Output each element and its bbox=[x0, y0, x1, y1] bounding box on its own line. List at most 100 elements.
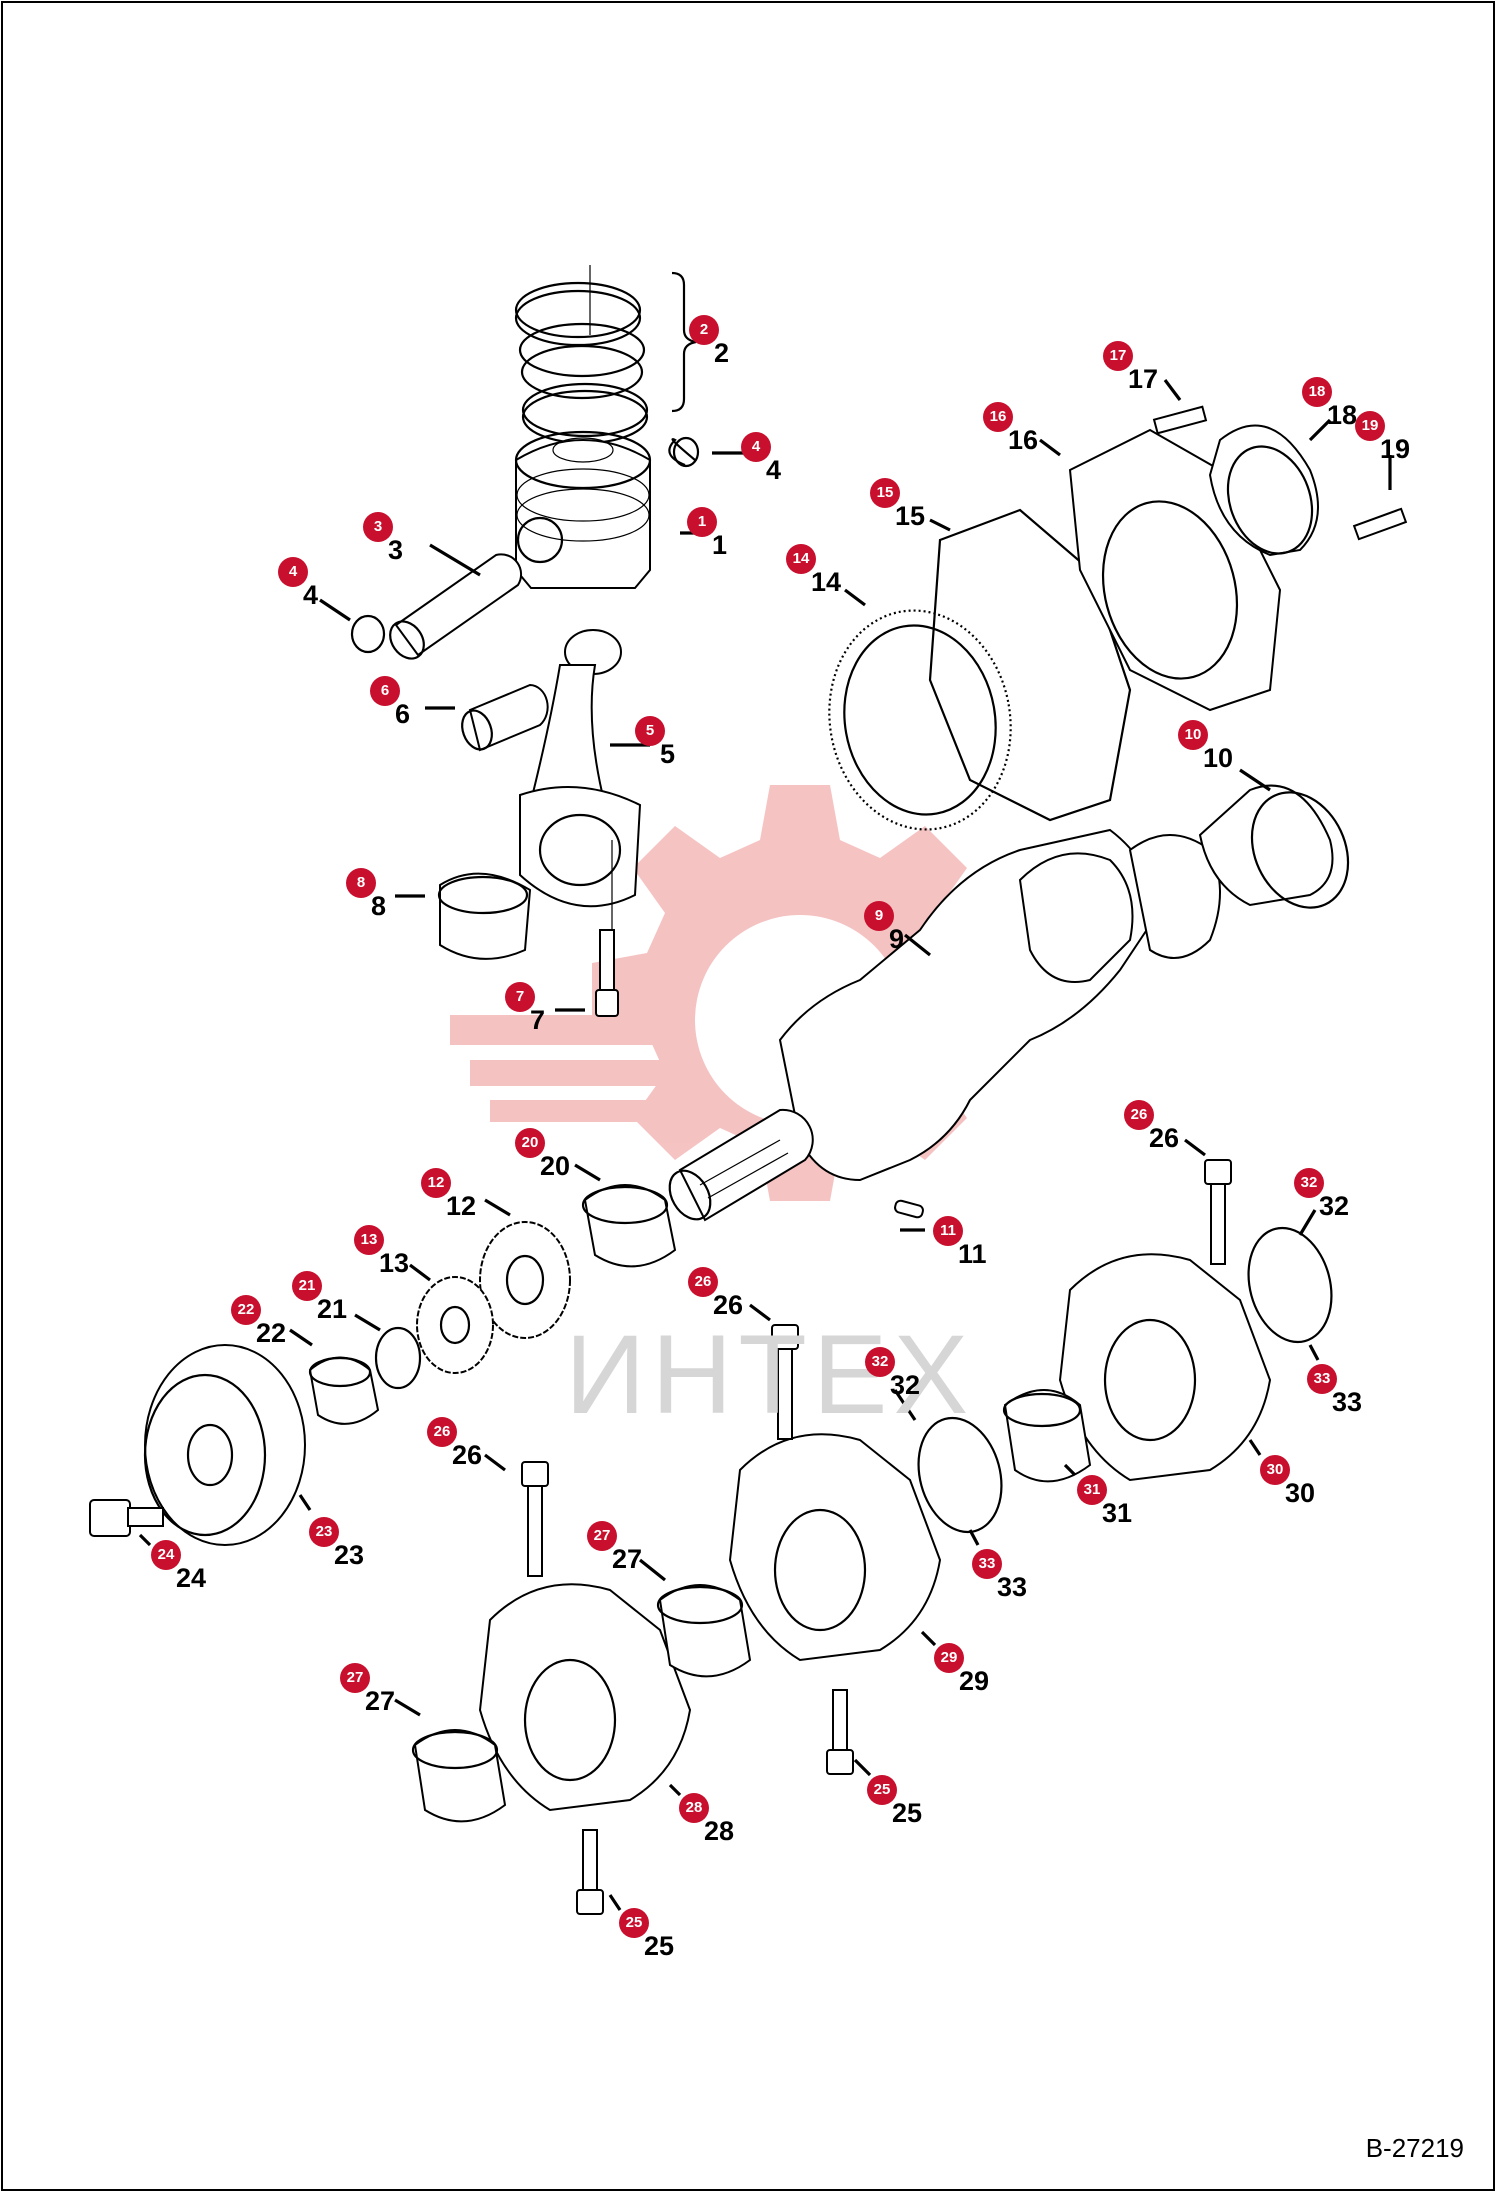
callout-number: 11 bbox=[958, 1239, 987, 1269]
snap-ring-left-shape bbox=[350, 614, 386, 654]
callout-number: 16 bbox=[1008, 425, 1039, 455]
oil-pump-gear-drawing bbox=[416, 1276, 494, 1374]
callout-number: 26 bbox=[1149, 1123, 1180, 1153]
callout-bubble: 24 bbox=[151, 1540, 181, 1570]
callout-bubble: 3 bbox=[363, 512, 393, 542]
callout-bubble: 18 bbox=[1302, 377, 1332, 407]
callout-number: 8 bbox=[371, 891, 387, 921]
drawing-code: B-27219 bbox=[1365, 2133, 1464, 2163]
callout-number: 23 bbox=[334, 1540, 365, 1570]
callout-number: 3 bbox=[388, 535, 404, 565]
callout-bubble: 12 bbox=[421, 1168, 451, 1198]
callout-number: 9 bbox=[889, 924, 905, 954]
callout-number: 33 bbox=[997, 1572, 1028, 1602]
callout-number: 27 bbox=[365, 1686, 396, 1716]
callout-bubble: 26 bbox=[427, 1417, 457, 1447]
callout-number: 26 bbox=[452, 1440, 483, 1470]
callout-bubble: 9 bbox=[864, 901, 894, 931]
rod-bearing-drawing bbox=[437, 872, 532, 960]
housing-bolt-drawing bbox=[1152, 405, 1208, 435]
holder-bolt-b-drawing bbox=[826, 1689, 854, 1775]
callout-number: 2 bbox=[714, 338, 730, 368]
callout-number: 22 bbox=[256, 1318, 287, 1348]
callout-bubble: 31 bbox=[1077, 1475, 1107, 1505]
bolt-26-right-drawing bbox=[1204, 1159, 1232, 1265]
callout-number: 27 bbox=[612, 1544, 643, 1574]
key-drawing bbox=[894, 1199, 924, 1219]
callout-number: 28 bbox=[704, 1816, 735, 1846]
callout-bubble: 27 bbox=[340, 1663, 370, 1693]
main-bearing-mid-drawing bbox=[656, 1584, 752, 1678]
callout-number: 30 bbox=[1285, 1478, 1316, 1508]
bolt-26-left-drawing bbox=[521, 1461, 549, 1577]
callout-bubble: 33 bbox=[972, 1549, 1002, 1579]
piston-pin-drawing bbox=[389, 553, 523, 660]
callout-bubble: 33 bbox=[1307, 1364, 1337, 1394]
callout-bubble: 26 bbox=[688, 1267, 718, 1297]
callout-number: 5 bbox=[660, 739, 676, 769]
callout-bubble: 6 bbox=[370, 676, 400, 706]
bearing-holder-mid-drawing bbox=[728, 1433, 942, 1662]
callout-number: 33 bbox=[1332, 1387, 1363, 1417]
snap-ring-right-drawing bbox=[668, 438, 696, 467]
callout-bubble: 21 bbox=[292, 1271, 322, 1301]
callout-bubble: 1 bbox=[687, 507, 717, 537]
callout-bubble: 25 bbox=[619, 1908, 649, 1938]
callout-bubble: 32 bbox=[865, 1347, 895, 1377]
front-bearing-drawing bbox=[581, 1184, 677, 1268]
callout-number: 4 bbox=[303, 580, 319, 610]
callout-bubble: 20 bbox=[515, 1128, 545, 1158]
callout-bubble: 32 bbox=[1294, 1168, 1324, 1198]
bearing-holder-low-drawing bbox=[478, 1583, 692, 1812]
callout-number: 18 bbox=[1327, 400, 1358, 430]
callout-bubble: 17 bbox=[1103, 341, 1133, 371]
callout-number: 10 bbox=[1203, 743, 1234, 773]
callout-bubble: 28 bbox=[679, 1793, 709, 1823]
rod-bolt-drawing bbox=[595, 929, 619, 1017]
callout-number: 1 bbox=[712, 530, 728, 560]
callout-bubble: 25 bbox=[867, 1775, 897, 1805]
callout-number: 29 bbox=[959, 1666, 990, 1696]
callout-number: 20 bbox=[540, 1151, 571, 1181]
callout-bubble: 30 bbox=[1260, 1455, 1290, 1485]
callout-bubble: 29 bbox=[934, 1643, 964, 1673]
o-ring-drawing bbox=[374, 1326, 422, 1390]
callout-number: 12 bbox=[446, 1191, 477, 1221]
callout-bubble: 2 bbox=[689, 315, 719, 345]
callout-number: 6 bbox=[395, 699, 411, 729]
callout-bubble: 19 bbox=[1355, 411, 1385, 441]
callout-number: 21 bbox=[317, 1294, 348, 1324]
callout-bubble: 26 bbox=[1124, 1100, 1154, 1130]
callout-number: 24 bbox=[176, 1563, 207, 1593]
callout-bubble: 7 bbox=[505, 982, 535, 1012]
holder-bolt-c-drawing bbox=[576, 1829, 604, 1915]
collar-drawing bbox=[308, 1356, 380, 1425]
callout-number: 31 bbox=[1102, 1498, 1133, 1528]
callout-number: 25 bbox=[892, 1798, 923, 1828]
main-bearing-low-drawing bbox=[411, 1729, 507, 1823]
callout-bubble: 23 bbox=[309, 1517, 339, 1547]
callout-number: 32 bbox=[890, 1370, 921, 1400]
callout-bubble: 8 bbox=[346, 868, 376, 898]
snap-ring-right-shape bbox=[672, 436, 700, 468]
callout-bubble: 10 bbox=[1178, 720, 1208, 750]
callout-number: 14 bbox=[811, 567, 842, 597]
thrust-washer-mid-drawing bbox=[917, 1416, 1003, 1534]
bolt-26-mid-drawing bbox=[771, 1324, 799, 1440]
callout-bubble: 16 bbox=[983, 402, 1013, 432]
gasket-drawing bbox=[828, 609, 1012, 831]
callout-bubble: 11 bbox=[933, 1216, 963, 1246]
callout-number: 13 bbox=[379, 1248, 410, 1278]
callout-number: 32 bbox=[1319, 1191, 1350, 1221]
callout-bubble: 4 bbox=[278, 557, 308, 587]
gasket-plate-drawing bbox=[928, 508, 1132, 822]
pulley-bolt-drawing bbox=[89, 1499, 164, 1537]
rod-bushing-drawing bbox=[461, 683, 549, 752]
callout-bubble: 4 bbox=[741, 432, 771, 462]
callout-bubble: 15 bbox=[870, 478, 900, 508]
piston-drawing bbox=[514, 430, 652, 589]
leader-lines bbox=[138, 379, 1392, 1911]
callout-bubble: 5 bbox=[635, 716, 665, 746]
